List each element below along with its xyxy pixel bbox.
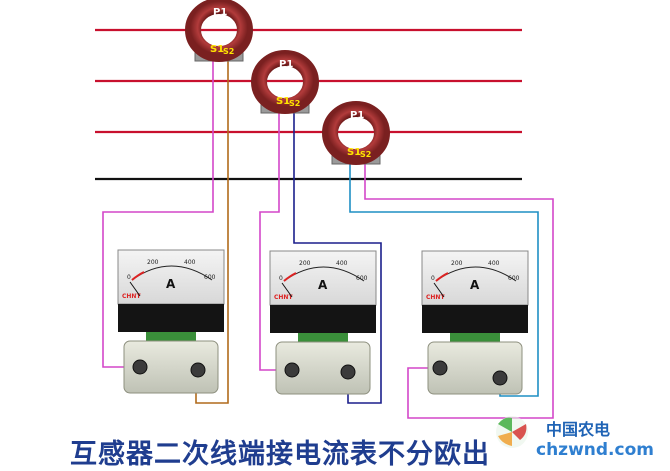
meter-terminal-base: [275, 341, 371, 395]
meter-needle: [129, 281, 141, 297]
watermark-title: 中国农电: [546, 420, 611, 439]
scale-tick-label: 200: [451, 260, 463, 267]
meter-unit-label: A: [318, 278, 328, 292]
scale-tick-label: 600: [508, 275, 520, 282]
ct-s2-label: S2: [223, 47, 234, 56]
ct-s1-label: S1: [347, 147, 361, 158]
meter-needle: [433, 282, 445, 298]
current-transformer-1: P1 S1 S2: [185, 0, 253, 62]
ct-s2-label: S2: [289, 99, 300, 108]
ct-ring: [322, 101, 390, 165]
scale-tick-label: 400: [488, 260, 500, 267]
wire-ct2-s1-to-meter2: [259, 110, 292, 371]
wire-ct2-s2-to-meter2: [293, 110, 382, 404]
meter-red-zone: [131, 271, 145, 281]
scale-tick-label: 200: [147, 259, 159, 266]
scale-tick-label: 600: [204, 274, 216, 281]
ammeter-2: 0 200 400 600 A CHNT: [269, 250, 377, 395]
meter-red-zone: [283, 272, 297, 282]
meter-green-label: [450, 333, 500, 342]
ct-s1-label: S1: [276, 96, 290, 107]
wire-ct3-s2-to-meter3: [364, 160, 554, 419]
meter-terminal-right: [190, 362, 206, 378]
meter-unit-label: A: [166, 277, 176, 291]
meter-terminal-left: [132, 359, 148, 375]
ct-ring: [251, 50, 319, 114]
meter-brand-label: CHNT: [426, 294, 445, 301]
ct-p1-label: P1: [213, 7, 227, 18]
current-transformer-2: P1 S1 S2: [251, 50, 319, 114]
meter-terminal-left: [432, 360, 448, 376]
ammeter-3: 0 200 400 600 A CHNT: [421, 250, 529, 395]
scale-tick-label: 0: [127, 274, 131, 281]
meter-red-zone: [435, 272, 449, 282]
meter-brand-label: CHNT: [274, 294, 293, 301]
scale-tick-label: 0: [279, 275, 283, 282]
meter-terminal-right: [340, 364, 356, 380]
meter-unit-label: A: [470, 278, 480, 292]
ct-s1-label: S1: [210, 44, 224, 55]
ct-p1-label: P1: [279, 59, 293, 70]
ct-ring: [185, 0, 253, 62]
meter-green-label: [146, 332, 196, 341]
scale-tick-label: 400: [336, 260, 348, 267]
ammeter-1: 0 200 400 600 A CHNT: [117, 249, 225, 394]
meter-brand-label: CHNT: [122, 293, 141, 300]
meter-dark-band: [270, 305, 376, 333]
wire-ct1-s1-to-meter1: [102, 56, 214, 368]
meter-needle: [281, 282, 293, 298]
watermark-logo-icon: [496, 416, 528, 448]
scale-tick-label: 600: [356, 275, 368, 282]
scale-tick-label: 400: [184, 259, 196, 266]
meter-terminal-right: [492, 370, 508, 386]
watermark-url: chzwnd.com: [536, 440, 654, 460]
ct-p1-label: P1: [350, 110, 364, 121]
meter-green-label: [298, 333, 348, 342]
scale-tick-label: 200: [299, 260, 311, 267]
meter-terminal-base: [123, 340, 219, 394]
watermark: 中国农电 chzwnd.com: [488, 410, 670, 470]
meter-dark-band: [422, 305, 528, 333]
meter-terminal-left: [284, 362, 300, 378]
diagram-caption: 互感器二次线端接电流表不分欧出: [70, 439, 490, 470]
scale-tick-label: 0: [431, 275, 435, 282]
meter-dark-band: [118, 304, 224, 332]
ct-s2-label: S2: [360, 150, 371, 159]
current-transformer-3: P1 S1 S2: [322, 101, 390, 165]
